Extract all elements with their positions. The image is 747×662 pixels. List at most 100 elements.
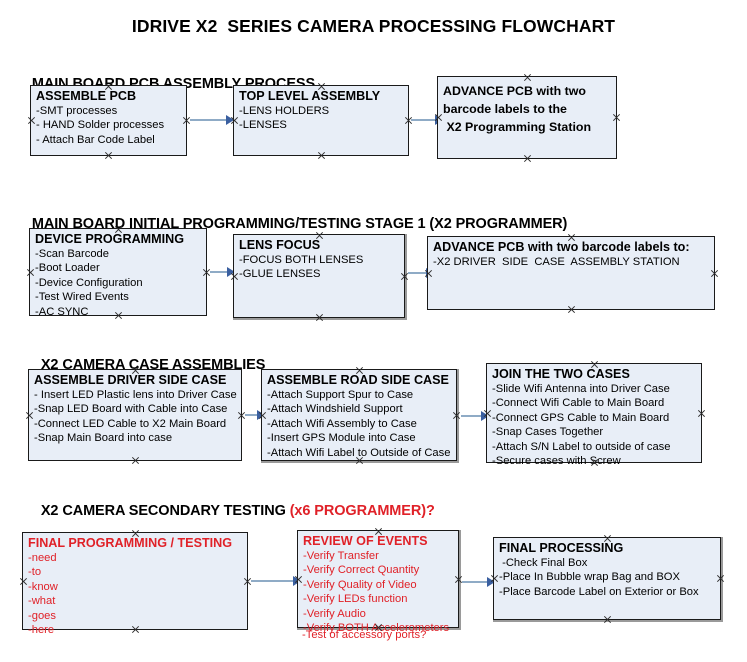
- resize-handle-left[interactable]: [27, 116, 36, 125]
- page-title: IDRIVE X2 SERIES CAMERA PROCESSING FLOWC…: [131, 16, 616, 36]
- node-final-programming-testing[interactable]: FINAL PROGRAMMING / TESTING -need -to -k…: [19, 532, 248, 636]
- resize-handle-top[interactable]: [523, 73, 532, 82]
- node-body: ASSEMBLE PCB -SMT processes - HAND Solde…: [36, 89, 184, 147]
- arrowhead-icon: [227, 267, 235, 277]
- connector-arrow-2b: [408, 268, 434, 278]
- resize-handle-bottom[interactable]: [603, 615, 612, 624]
- node-assemble-road-side-case[interactable]: ASSEMBLE ROAD SIDE CASE -Attach Support …: [261, 369, 457, 461]
- node-join-the-two-cases[interactable]: JOIN THE TWO CASES -Slide Wifi Antenna i…: [486, 363, 702, 467]
- node-line: -Scan Barcode: [35, 248, 110, 260]
- node-line: - HAND Solder processes: [36, 119, 165, 132]
- node-line: barcode labels to the: [443, 102, 567, 116]
- node-line: -X2 DRIVER SIDE CASE ASSEMBLY STATION: [433, 256, 680, 268]
- section-heading-4: X2 CAMERA SECONDARY TESTING (x6 PROGRAMM…: [33, 487, 435, 519]
- node-line: - Insert LED Plastic lens into Driver Ca…: [34, 389, 237, 401]
- node-final-processing[interactable]: FINAL PROCESSING -Check Final Box -Place…: [493, 537, 721, 620]
- node-title: LENS FOCUS: [239, 238, 321, 252]
- connector-arrow-4a: [251, 576, 301, 586]
- node-line: -Verify Audio: [303, 607, 366, 620]
- node-title: FINAL PROGRAMMING / TESTING: [28, 536, 233, 550]
- node-line: -Connect LED Cable to X2 Main Board: [34, 417, 227, 430]
- node-line: -GLUE LENSES: [239, 268, 321, 281]
- node-body: FINAL PROCESSING -Check Final Box -Place…: [499, 541, 718, 599]
- node-body: FINAL PROGRAMMING / TESTING -need -to -k…: [28, 536, 245, 637]
- section-heading-4-text: X2 CAMERA SECONDARY TESTING: [40, 503, 290, 519]
- node-body: REVIEW OF EVENTS -Verify Transfer -Verif…: [303, 534, 456, 635]
- node-body: ADVANCE PCB with two barcode labels to t…: [443, 82, 614, 136]
- node-line: -Snap Cases Together: [492, 426, 604, 439]
- arrowhead-icon: [481, 411, 489, 421]
- node-advance-pcb-driver-side[interactable]: ADVANCE PCB with two barcode labels to: …: [427, 236, 715, 310]
- node-line: -goes: [28, 609, 56, 622]
- resize-handle-bottom[interactable]: [104, 151, 113, 160]
- node-line: -Attach S/N Label to outside of case: [492, 440, 671, 453]
- connector-arrow-1a: [190, 115, 234, 125]
- connector-arrow-2a: [210, 267, 235, 277]
- node-line: -Place Barcode Label on Exterior or Box: [499, 585, 699, 598]
- node-body: JOIN THE TWO CASES -Slide Wifi Antenna i…: [492, 367, 699, 468]
- connector-arrow-1b: [411, 115, 443, 125]
- node-assemble-driver-side-case[interactable]: ASSEMBLE DRIVER SIDE CASE - Insert LED P…: [28, 369, 242, 461]
- node-line: ADVANCE PCB with two: [443, 84, 586, 98]
- node-body: DEVICE PROGRAMMING -Scan Barcode -Boot L…: [35, 232, 204, 319]
- section-heading-4-red-text: (x6 PROGRAMMER)?: [289, 503, 435, 519]
- resize-handle-bottom[interactable]: [317, 151, 326, 160]
- node-line: -LENS HOLDERS: [239, 105, 330, 117]
- node-line: -AC SYNC: [35, 305, 89, 318]
- resize-handle-left[interactable]: [19, 577, 28, 586]
- node-title: ASSEMBLE PCB: [36, 89, 137, 103]
- node-top-level-assembly[interactable]: TOP LEVEL ASSEMBLY -LENS HOLDERS -LENSES: [233, 85, 409, 156]
- node-title: ASSEMBLE DRIVER SIDE CASE: [34, 373, 227, 387]
- resize-handle-left[interactable]: [25, 411, 34, 420]
- node-line: -Verify Quality of Video: [303, 578, 417, 591]
- node-title: FINAL PROCESSING: [499, 541, 624, 555]
- node-title: ADVANCE PCB with two barcode labels to:: [433, 240, 690, 254]
- node-line: -Secure cases with Screw: [492, 455, 621, 468]
- node-line: X2 Programming Station: [443, 120, 592, 134]
- node-advance-pcb-station[interactable]: ADVANCE PCB with two barcode labels to t…: [437, 76, 617, 159]
- node-line: -Connect GPS Cable to Main Board: [492, 411, 670, 424]
- node-body: TOP LEVEL ASSEMBLY -LENS HOLDERS -LENSES: [239, 89, 406, 133]
- node-title: ASSEMBLE ROAD SIDE CASE: [267, 373, 449, 387]
- connector-arrow-3a: [245, 410, 265, 420]
- node-line: -SMT processes: [36, 105, 118, 117]
- node-line: -Place In Bubble wrap Bag and BOX: [499, 571, 680, 584]
- node-assemble-pcb[interactable]: ASSEMBLE PCB -SMT processes - HAND Solde…: [30, 85, 187, 156]
- node-title: REVIEW OF EVENTS: [303, 534, 428, 548]
- node-line: -what: [28, 595, 56, 608]
- node-line: -Verify BOTH Accelerometers: [303, 622, 450, 635]
- node-body: ASSEMBLE DRIVER SIDE CASE - Insert LED P…: [34, 373, 239, 446]
- node-line: -Connect Wifi Cable to Main Board: [492, 397, 665, 410]
- resize-handle-bottom[interactable]: [315, 313, 324, 322]
- node-line: -Attach Windshield Support: [267, 403, 403, 416]
- node-line: -Attach Support Spur to Case: [267, 389, 414, 401]
- node-line: -Check Final Box: [499, 557, 588, 569]
- node-line: -know: [28, 580, 58, 593]
- node-line: -Boot Loader: [35, 262, 100, 275]
- node-line: -Snap Main Board into case: [34, 432, 173, 445]
- node-line: -FOCUS BOTH LENSES: [239, 254, 364, 266]
- node-line: -Verify Correct Quantity: [303, 564, 420, 577]
- node-title: TOP LEVEL ASSEMBLY: [239, 89, 381, 103]
- node-lens-focus[interactable]: LENS FOCUS -FOCUS BOTH LENSES -GLUE LENS…: [233, 234, 405, 318]
- node-line: -Attach Wifi Assembly to Case: [267, 417, 417, 430]
- arrowhead-icon: [487, 577, 495, 587]
- node-body: LENS FOCUS -FOCUS BOTH LENSES -GLUE LENS…: [239, 238, 402, 282]
- node-line: -Device Configuration: [35, 276, 143, 289]
- node-overflow-line: -Test of accessory ports?: [302, 629, 427, 641]
- node-device-programming[interactable]: DEVICE PROGRAMMING -Scan Barcode -Boot L…: [26, 228, 207, 319]
- node-line: -need: [28, 552, 57, 564]
- resize-handle-bottom[interactable]: [131, 456, 140, 465]
- node-line: -Snap LED Board with Cable into Case: [34, 403, 228, 416]
- resize-handle-bottom[interactable]: [523, 154, 532, 163]
- node-line: -Attach Wifi Label to Outside of Case: [267, 446, 451, 459]
- resize-handle-left[interactable]: [26, 268, 35, 277]
- node-line: -here: [28, 624, 55, 637]
- node-review-of-events[interactable]: REVIEW OF EVENTS -Verify Transfer -Verif…: [297, 530, 459, 634]
- node-body: ADVANCE PCB with two barcode labels to: …: [433, 240, 712, 269]
- resize-handle-bottom[interactable]: [567, 305, 576, 314]
- resize-handle-right[interactable]: [710, 269, 719, 278]
- node-line: -Insert GPS Module into Case: [267, 432, 416, 445]
- node-line: -to: [28, 566, 42, 579]
- arrowhead-icon: [226, 115, 234, 125]
